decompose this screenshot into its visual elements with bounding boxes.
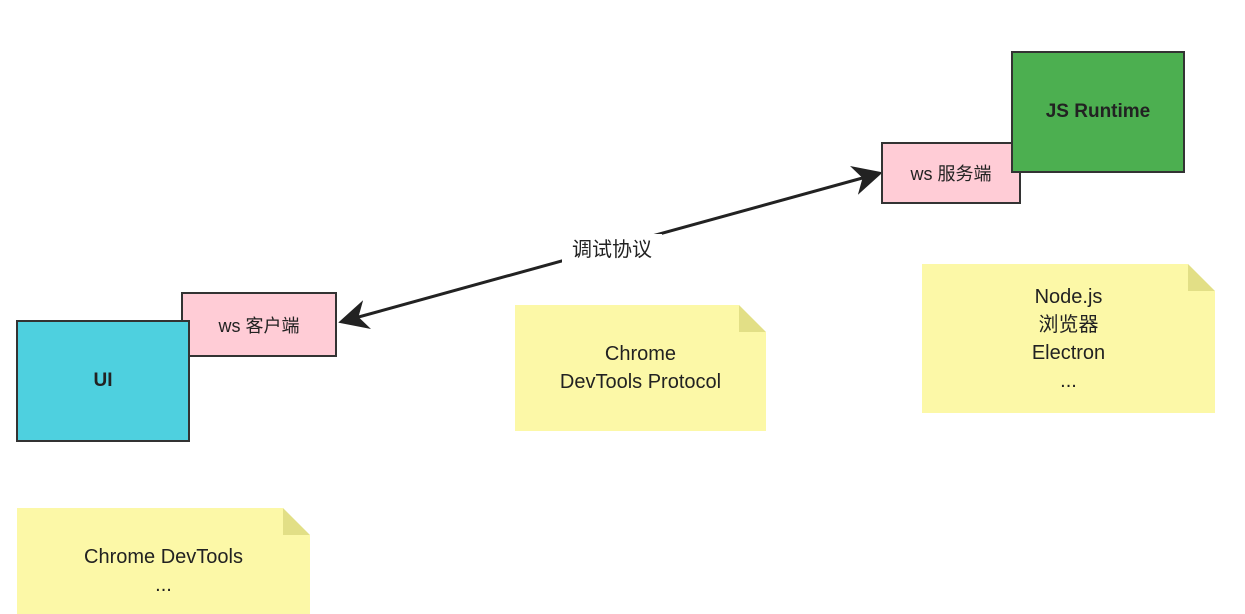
note-fold-corner — [1188, 264, 1215, 291]
ui-label: UI — [93, 370, 113, 391]
devtools-note[interactable]: Chrome DevTools ... — [17, 508, 310, 614]
devtools-note-line-1: Chrome DevTools — [84, 546, 243, 568]
ws-client-label: ws 客户端 — [218, 315, 300, 336]
js-runtime-node[interactable]: JS Runtime — [1011, 51, 1185, 173]
debug-protocol-label: 调试协议 — [562, 234, 662, 266]
ui-node[interactable]: UI — [16, 320, 190, 442]
ws-server-node[interactable]: ws 服务端 — [881, 142, 1021, 204]
js-runtime-label: JS Runtime — [1045, 101, 1151, 122]
runtimes-note-line-3: Electron — [1031, 341, 1106, 364]
note-fold-corner — [739, 305, 766, 332]
protocol-note-line-2: DevTools Protocol — [559, 371, 722, 393]
devtools-note-line-2: ... — [155, 574, 172, 596]
runtimes-note-line-2: 浏览器 — [1038, 313, 1099, 336]
protocol-note-line-1: Chrome — [604, 343, 677, 365]
ws-client-node[interactable]: ws 客户端 — [181, 292, 337, 357]
ws-server-label: ws 服务端 — [910, 164, 992, 184]
runtimes-note-line-1: Node.js — [1034, 285, 1103, 308]
runtimes-note[interactable]: Node.js 浏览器 Electron ... — [922, 264, 1215, 413]
note-fold-corner — [283, 508, 310, 535]
runtimes-note-line-4: ... — [1060, 369, 1077, 392]
protocol-note[interactable]: Chrome DevTools Protocol — [515, 305, 766, 431]
